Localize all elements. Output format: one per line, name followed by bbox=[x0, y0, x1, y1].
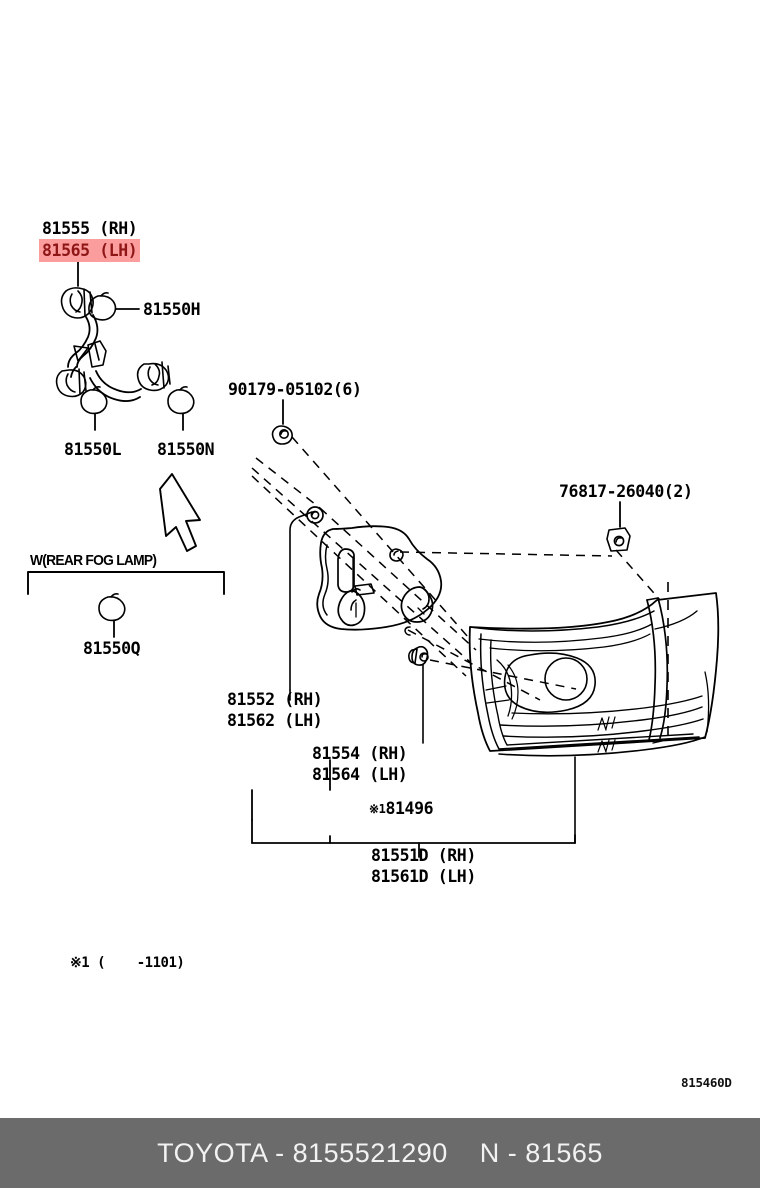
label-bulb-81550n[interactable]: 81550N bbox=[157, 440, 215, 459]
footer-part-label: TOYOTA - 8155521290 N - 81565 bbox=[157, 1137, 603, 1168]
group-note-rear-fog-lamp: W(REAR FOG LAMP) bbox=[30, 552, 157, 569]
label-gasket-rh[interactable]: 81552 (RH) bbox=[227, 690, 323, 709]
label-bulb-81550q[interactable]: 81550Q bbox=[83, 639, 141, 658]
footer-bar: TOYOTA - 8155521290 N - 81565 bbox=[0, 1118, 760, 1188]
label-retainer-lh[interactable]: 81564 (LH) bbox=[312, 765, 408, 784]
label-bulb-81550l[interactable]: 81550L bbox=[64, 440, 122, 459]
label-lamp-assy-rh[interactable]: 81551D (RH) bbox=[371, 846, 476, 865]
label-harness-lh-highlighted[interactable]: 81565 (LH) bbox=[39, 239, 141, 262]
label-gasket-lh[interactable]: 81562 (LH) bbox=[227, 711, 323, 730]
label-nut-81496: 81496 bbox=[385, 799, 434, 818]
label-nut-81496-group[interactable]: ※181496 bbox=[369, 798, 434, 820]
label-retainer-rh[interactable]: 81554 (RH) bbox=[312, 744, 408, 763]
label-clip-76817[interactable]: 76817-26040(2) bbox=[559, 482, 693, 501]
footnote-note: ※1 ( -1101) bbox=[70, 955, 185, 971]
label-screw-90179[interactable]: 90179-05102(6) bbox=[228, 380, 362, 399]
label-lamp-assy-lh[interactable]: 81561D (LH) bbox=[371, 867, 476, 886]
drawing-number: 815460D bbox=[681, 1075, 732, 1090]
label-bulb-81550h[interactable]: 81550H bbox=[143, 300, 201, 319]
label-harness-rh[interactable]: 81555 (RH) bbox=[42, 219, 138, 238]
footnote-mark-1: ※1 bbox=[369, 802, 386, 816]
